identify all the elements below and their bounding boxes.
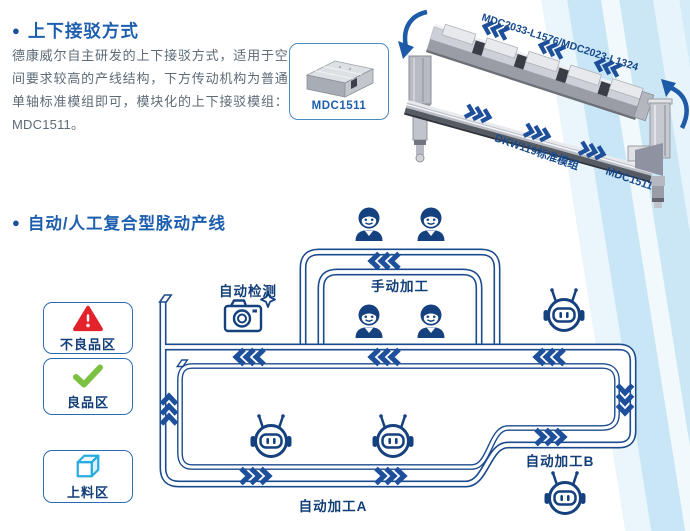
bullet-icon: ● — [12, 214, 20, 230]
legend-label: 不良品区 — [59, 336, 116, 352]
legend-label: 良品区 — [66, 394, 109, 410]
manual-station-walls — [299, 248, 501, 347]
docking-section-heading: ● 上下接驳方式 — [12, 18, 139, 43]
island-wall — [177, 363, 620, 470]
docking-description: 德康威尔自主研发的上下接驳方式，适用于空间要求较高的产线结构，下方传动机构为普通… — [12, 48, 288, 132]
legend-good-area: 良品区 — [43, 358, 133, 415]
check-mark-icon — [73, 364, 103, 387]
legend-loading-area: 上料区 — [43, 450, 133, 503]
worker-icon — [354, 206, 384, 242]
auto-b-station-label: 自动加工B — [526, 453, 595, 469]
linear-module-3d — [305, 60, 375, 98]
docking-illustration: MDC2033-L1576/MDC2023-L1324 DKW119标准模组 M… — [398, 9, 689, 208]
manual-station-label: 手动加工 — [371, 278, 429, 294]
legend-label: 上料区 — [66, 485, 109, 500]
production-line-diagram: 自动检测 手动加工 自动加工A 自动加工B — [158, 206, 637, 515]
rotation-arrow-left-icon — [398, 9, 428, 59]
section-title: 自动/人工复合型脉动产线 — [27, 215, 226, 233]
auto-a-station-label: 自动加工A — [299, 498, 368, 514]
outer-track-wall — [159, 302, 637, 488]
worker-icon — [416, 206, 446, 242]
bullet-icon: ● — [12, 23, 20, 38]
sparkle-icon — [260, 291, 276, 308]
wall-end-cap — [158, 294, 173, 303]
island-corner-cap — [175, 359, 189, 368]
right-vertical-module — [627, 98, 673, 208]
upper-rail — [425, 23, 655, 122]
manual-station-backing — [303, 252, 497, 347]
rotation-arrow-right-icon — [661, 79, 689, 130]
module-thumbnail — [305, 60, 375, 98]
inspection-station-label: 自动检测 — [219, 283, 277, 299]
camera-icon — [223, 299, 263, 333]
line-section-heading: ● 自动/人工复合型脉动产线 — [12, 210, 226, 234]
cube-icon — [76, 454, 100, 478]
robot-icon — [542, 286, 586, 332]
robot-icon — [543, 469, 587, 515]
warning-triangle-icon — [73, 305, 103, 331]
module-product-box: MDC1511 — [289, 43, 389, 120]
page-title: 上下接驳方式 — [27, 21, 139, 41]
legend-defective-area: 不良品区 — [43, 302, 133, 354]
module-box-label: MDC1511 — [311, 100, 367, 112]
